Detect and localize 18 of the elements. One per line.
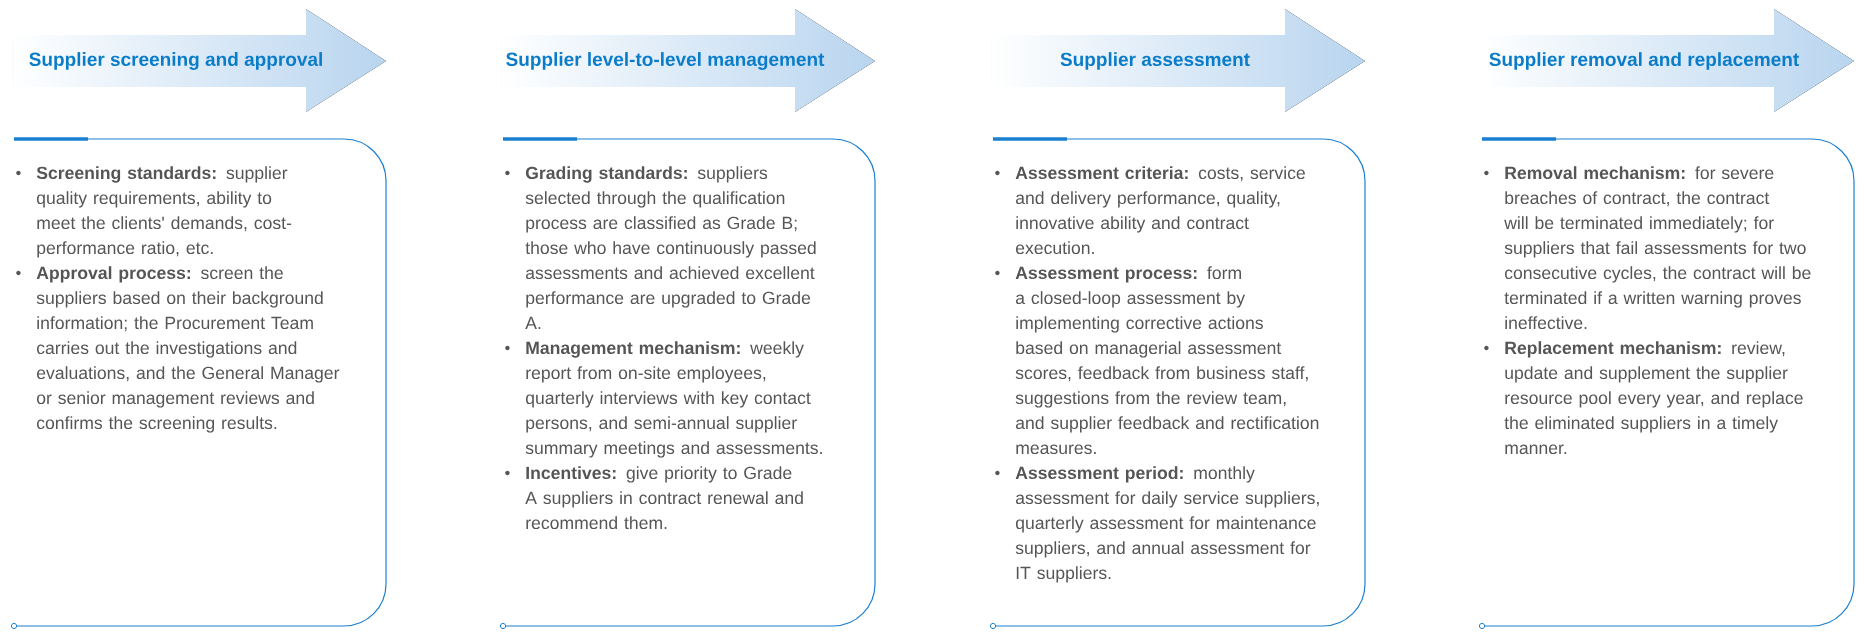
text-card: Assessment criteria: costs, service and delivery performance, quality, innovative ability and contract execution. Assessment process: form a closed-loop assessment by implementing corrective actions based on managerial assessment scores, feedback from business staff, suggestions from the review team, and supplier feedback and rectification measures. Assessment period: monthly assessment for daily service suppliers, quarterly assessment for maintenance suppliers, and annual assessment for IT suppliers. <box>989 137 1366 630</box>
node-label: Approval process: screen the suppliers based on their background information; the Procurement Team carries out the investigations and evaluations, and the General Manager or senior management reviews and confirms the screening results. <box>36 266 340 433</box>
text-card: Screening standards: supplier quality requirements, ability to meet the clients' demands, cost-performance ratio, etc. Approval process: screen the suppliers based on their background information; the Procurement Team carries out the investigations and evaluations, and the General Manager or senior management reviews and confirms the screening results. <box>10 137 387 630</box>
text-card: Grading standards: suppliers selected through the qualification process are classified as Grade B; those who have continuously passed assessments and achieved excellent performance are upgraded to Grade A. Management mechanism: weekly report from on-site employees, quarterly interviews with key contact persons, and semi-annual supplier summary meetings and assessments. Incentives: give priority to Grade A suppliers in contract renewal and recommend them. <box>499 137 876 630</box>
arrow-band: Supplier removal and replacement <box>1480 9 1854 112</box>
node-label: Assessment criteria: costs, service and delivery performance, quality, innovative ability and contract execution. <box>1015 166 1305 255</box>
arrow-band: Supplier screening and approval <box>12 9 386 112</box>
node-label: Management mechanism: weekly report from on-site employees, quarterly interviews with key contact persons, and semi-annual supplier summary meetings and assessments. <box>525 341 822 458</box>
node-label: Grading standards: suppliers selected through the qualification process are classified as Grade B; those who have continuously passed assessments and achieved excellent performance are upgraded to Grade A. <box>525 166 816 329</box>
arrow-band: Supplier level-to-level management <box>501 9 875 112</box>
node-label: Replacement mechanism: review, update and supplement the supplier resource pool every year, and replace the eliminated suppliers in a timely manner. <box>1504 341 1803 455</box>
node-label: Assessment process: form a closed-loop assessment by implementing corrective actions based on managerial assessment scores, feedback from business staff, suggestions from the review team, and supplier feedback and rectification measures. <box>1015 266 1319 455</box>
text-card: Removal mechanism: for severe breaches of contract, the contract will be terminated immediately; for suppliers that fail assessments for two consecutive cycles, the contract will be terminated if a written warning proves ineffective. Replacement mechanism: review, update and supplement the supplier resource pool every year, and replace the eliminated suppliers in a timely manner. <box>1478 137 1855 630</box>
node-label: Removal mechanism: for severe breaches of contract, the contract will be terminated immediately; for suppliers that fail assessments for two consecutive cycles, the contract will be terminated if a written warning proves ineffective. <box>1504 166 1811 330</box>
node-label: Assessment period: monthly assessment for daily service suppliers, quarterly assessment for maintenance suppliers, and annual assessment for IT suppliers. <box>1015 466 1319 583</box>
node-label: Incentives: give priority to Grade A suppliers in contract renewal and recommend them. <box>525 466 803 530</box>
arrow-band: Supplier assessment <box>991 9 1365 112</box>
node-label: Screening standards: supplier quality requirements, ability to meet the clients' demands, cost-performance ratio, etc. <box>36 166 292 258</box>
